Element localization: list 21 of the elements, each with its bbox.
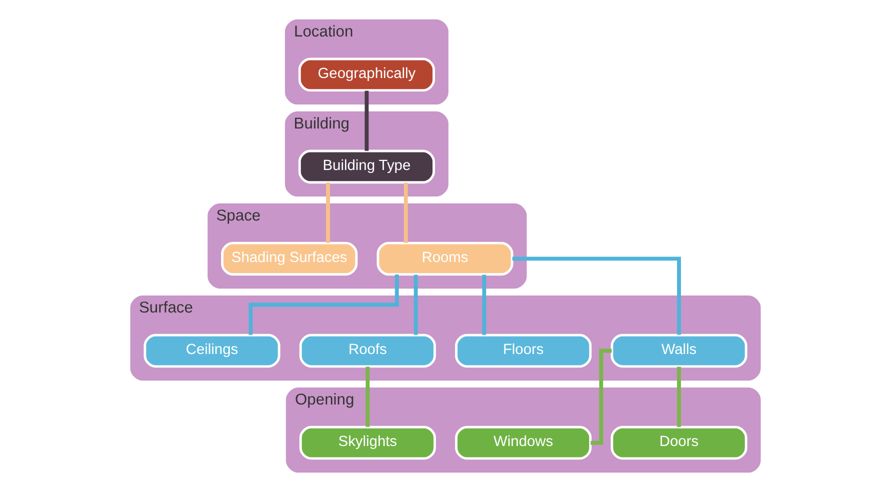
- node-box: Ceilings: [143, 334, 280, 368]
- node-box: Walls: [610, 334, 747, 368]
- connector: [326, 182, 330, 243]
- node-box: Rooms: [376, 242, 513, 276]
- node-box: Windows: [454, 426, 592, 460]
- connector: [512, 256, 680, 335]
- node-box: Skylights: [298, 426, 436, 460]
- node-box: Doors: [610, 426, 747, 460]
- connector: [403, 182, 408, 243]
- connector: [590, 348, 612, 445]
- connector: [365, 366, 370, 427]
- node-box: Geographically: [298, 58, 434, 92]
- connector: [482, 274, 486, 335]
- node-box: Shading Surfaces: [220, 242, 358, 276]
- node-box: Floors: [454, 334, 592, 368]
- connector: [364, 90, 368, 151]
- connector: [248, 274, 398, 335]
- node-box: Building Type: [298, 150, 434, 184]
- node-box: Roofs: [298, 334, 436, 368]
- connector: [413, 274, 418, 335]
- connector: [676, 366, 680, 427]
